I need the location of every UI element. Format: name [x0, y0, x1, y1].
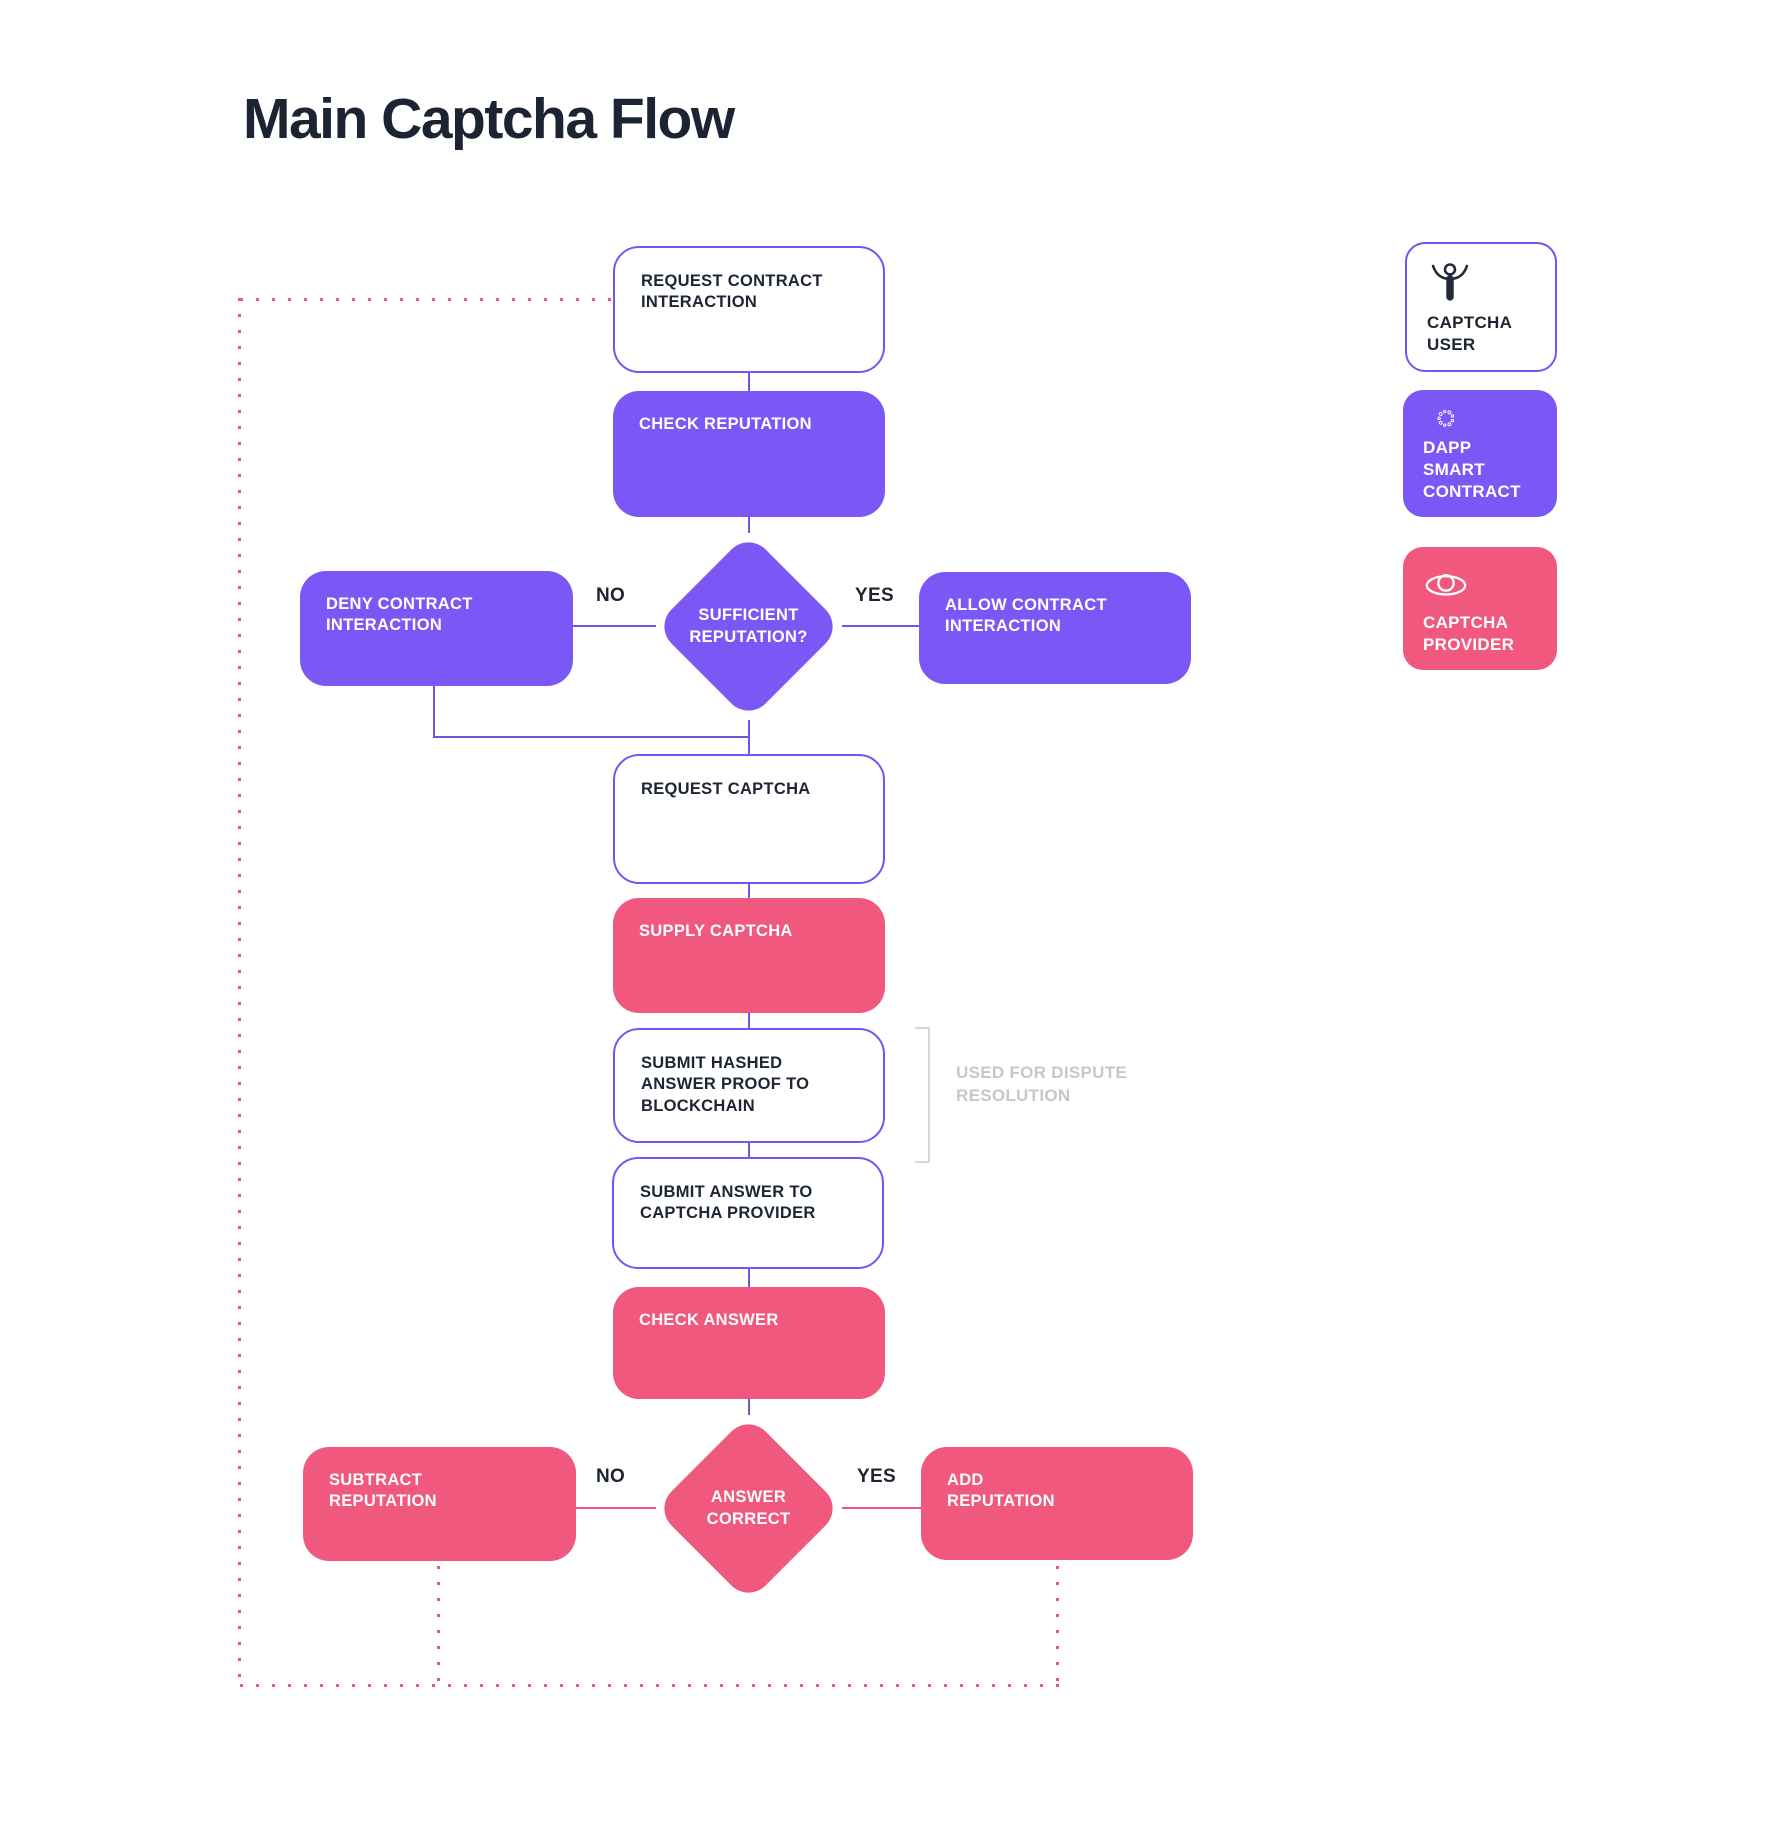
- node-deny-contract-interaction: DENY CONTRACT INTERACTION: [300, 571, 573, 686]
- person-icon: [1431, 263, 1469, 301]
- node-request-captcha: REQUEST CAPTCHA: [613, 754, 885, 884]
- decision-answer-correct-label: ANSWER CORRECT: [706, 1488, 791, 1528]
- dotted-circle-icon: [1437, 409, 1455, 427]
- dotted-feedback-line-bottom: [240, 1684, 1060, 1687]
- node-allow-contract-interaction: ALLOW CONTRACT INTERACTION: [919, 572, 1191, 684]
- node-submit-answer-to-captcha-provider: SUBMIT ANSWER TO CAPTCHA PROVIDER: [612, 1157, 884, 1269]
- dispute-resolution-note: USED FOR DISPUTE RESOLUTION: [956, 1063, 1128, 1105]
- eye-icon: [1425, 574, 1467, 596]
- connector-deny-down: [433, 686, 435, 738]
- connector-no-bottom: [576, 1507, 656, 1509]
- connector-supply-to-submit-hashed: [748, 1013, 750, 1029]
- decision-sufficient-reputation-label: SUFFICIENT REPUTATION?: [689, 606, 808, 646]
- dotted-stub-subtract: [437, 1566, 440, 1686]
- legend-captcha-provider: CAPTCHA PROVIDER: [1403, 547, 1557, 670]
- dotted-stub-add: [1056, 1566, 1059, 1686]
- legend-captcha-user: CAPTCHA USER: [1405, 242, 1557, 372]
- dispute-bracket-vertical: [928, 1027, 930, 1163]
- edge-label-yes-top: YES: [855, 585, 894, 606]
- connector-request-to-check: [748, 373, 750, 391]
- decision-sufficient-reputation: SUFFICIENT REPUTATION?: [654, 532, 843, 721]
- node-request-contract-interaction: REQUEST CONTRACT INTERACTION: [613, 246, 885, 373]
- node-subtract-reputation: SUBTRACT REPUTATION: [303, 1447, 576, 1561]
- connector-yes-bottom: [842, 1507, 922, 1509]
- node-check-answer: CHECK ANSWER: [613, 1287, 885, 1399]
- node-supply-captcha: SUPPLY CAPTCHA: [613, 898, 885, 1013]
- legend-captcha-provider-label: CAPTCHA PROVIDER: [1423, 612, 1515, 654]
- page-title: Main Captcha Flow: [243, 87, 735, 151]
- legend-dapp-smart-contract: DAPP SMART CONTRACT: [1403, 390, 1557, 517]
- dispute-bracket-tick-bottom: [915, 1161, 930, 1163]
- dotted-feedback-line-left: [238, 298, 241, 1687]
- decision-answer-correct: ANSWER CORRECT: [654, 1414, 843, 1603]
- connector-decision-to-request-captcha: [748, 720, 750, 754]
- edge-label-no-bottom: NO: [596, 1466, 626, 1487]
- node-add-reputation: ADD REPUTATION: [921, 1447, 1193, 1560]
- edge-label-no-top: NO: [596, 585, 626, 606]
- connector-request-to-supply: [748, 884, 750, 899]
- edge-label-yes-bottom: YES: [857, 1466, 896, 1487]
- dispute-bracket-tick-top: [915, 1027, 930, 1029]
- legend-captcha-user-label: CAPTCHA USER: [1427, 312, 1513, 354]
- connector-submit-to-check-answer: [748, 1269, 750, 1287]
- connector-deny-right: [433, 736, 750, 738]
- node-check-reputation: CHECK REPUTATION: [613, 391, 885, 517]
- node-submit-hashed-answer-proof: SUBMIT HASHED ANSWER PROOF TO BLOCKCHAIN: [613, 1028, 885, 1143]
- connector-check-to-decision: [748, 517, 750, 533]
- connector-check-answer-to-decision: [748, 1399, 750, 1415]
- dotted-feedback-line-top: [240, 298, 614, 301]
- legend-dapp-smart-contract-label: DAPP SMART CONTRACT: [1423, 437, 1521, 501]
- connector-yes-top: [842, 625, 920, 627]
- connector-no-top: [573, 625, 656, 627]
- connector-hashed-to-submit-answer: [748, 1143, 750, 1157]
